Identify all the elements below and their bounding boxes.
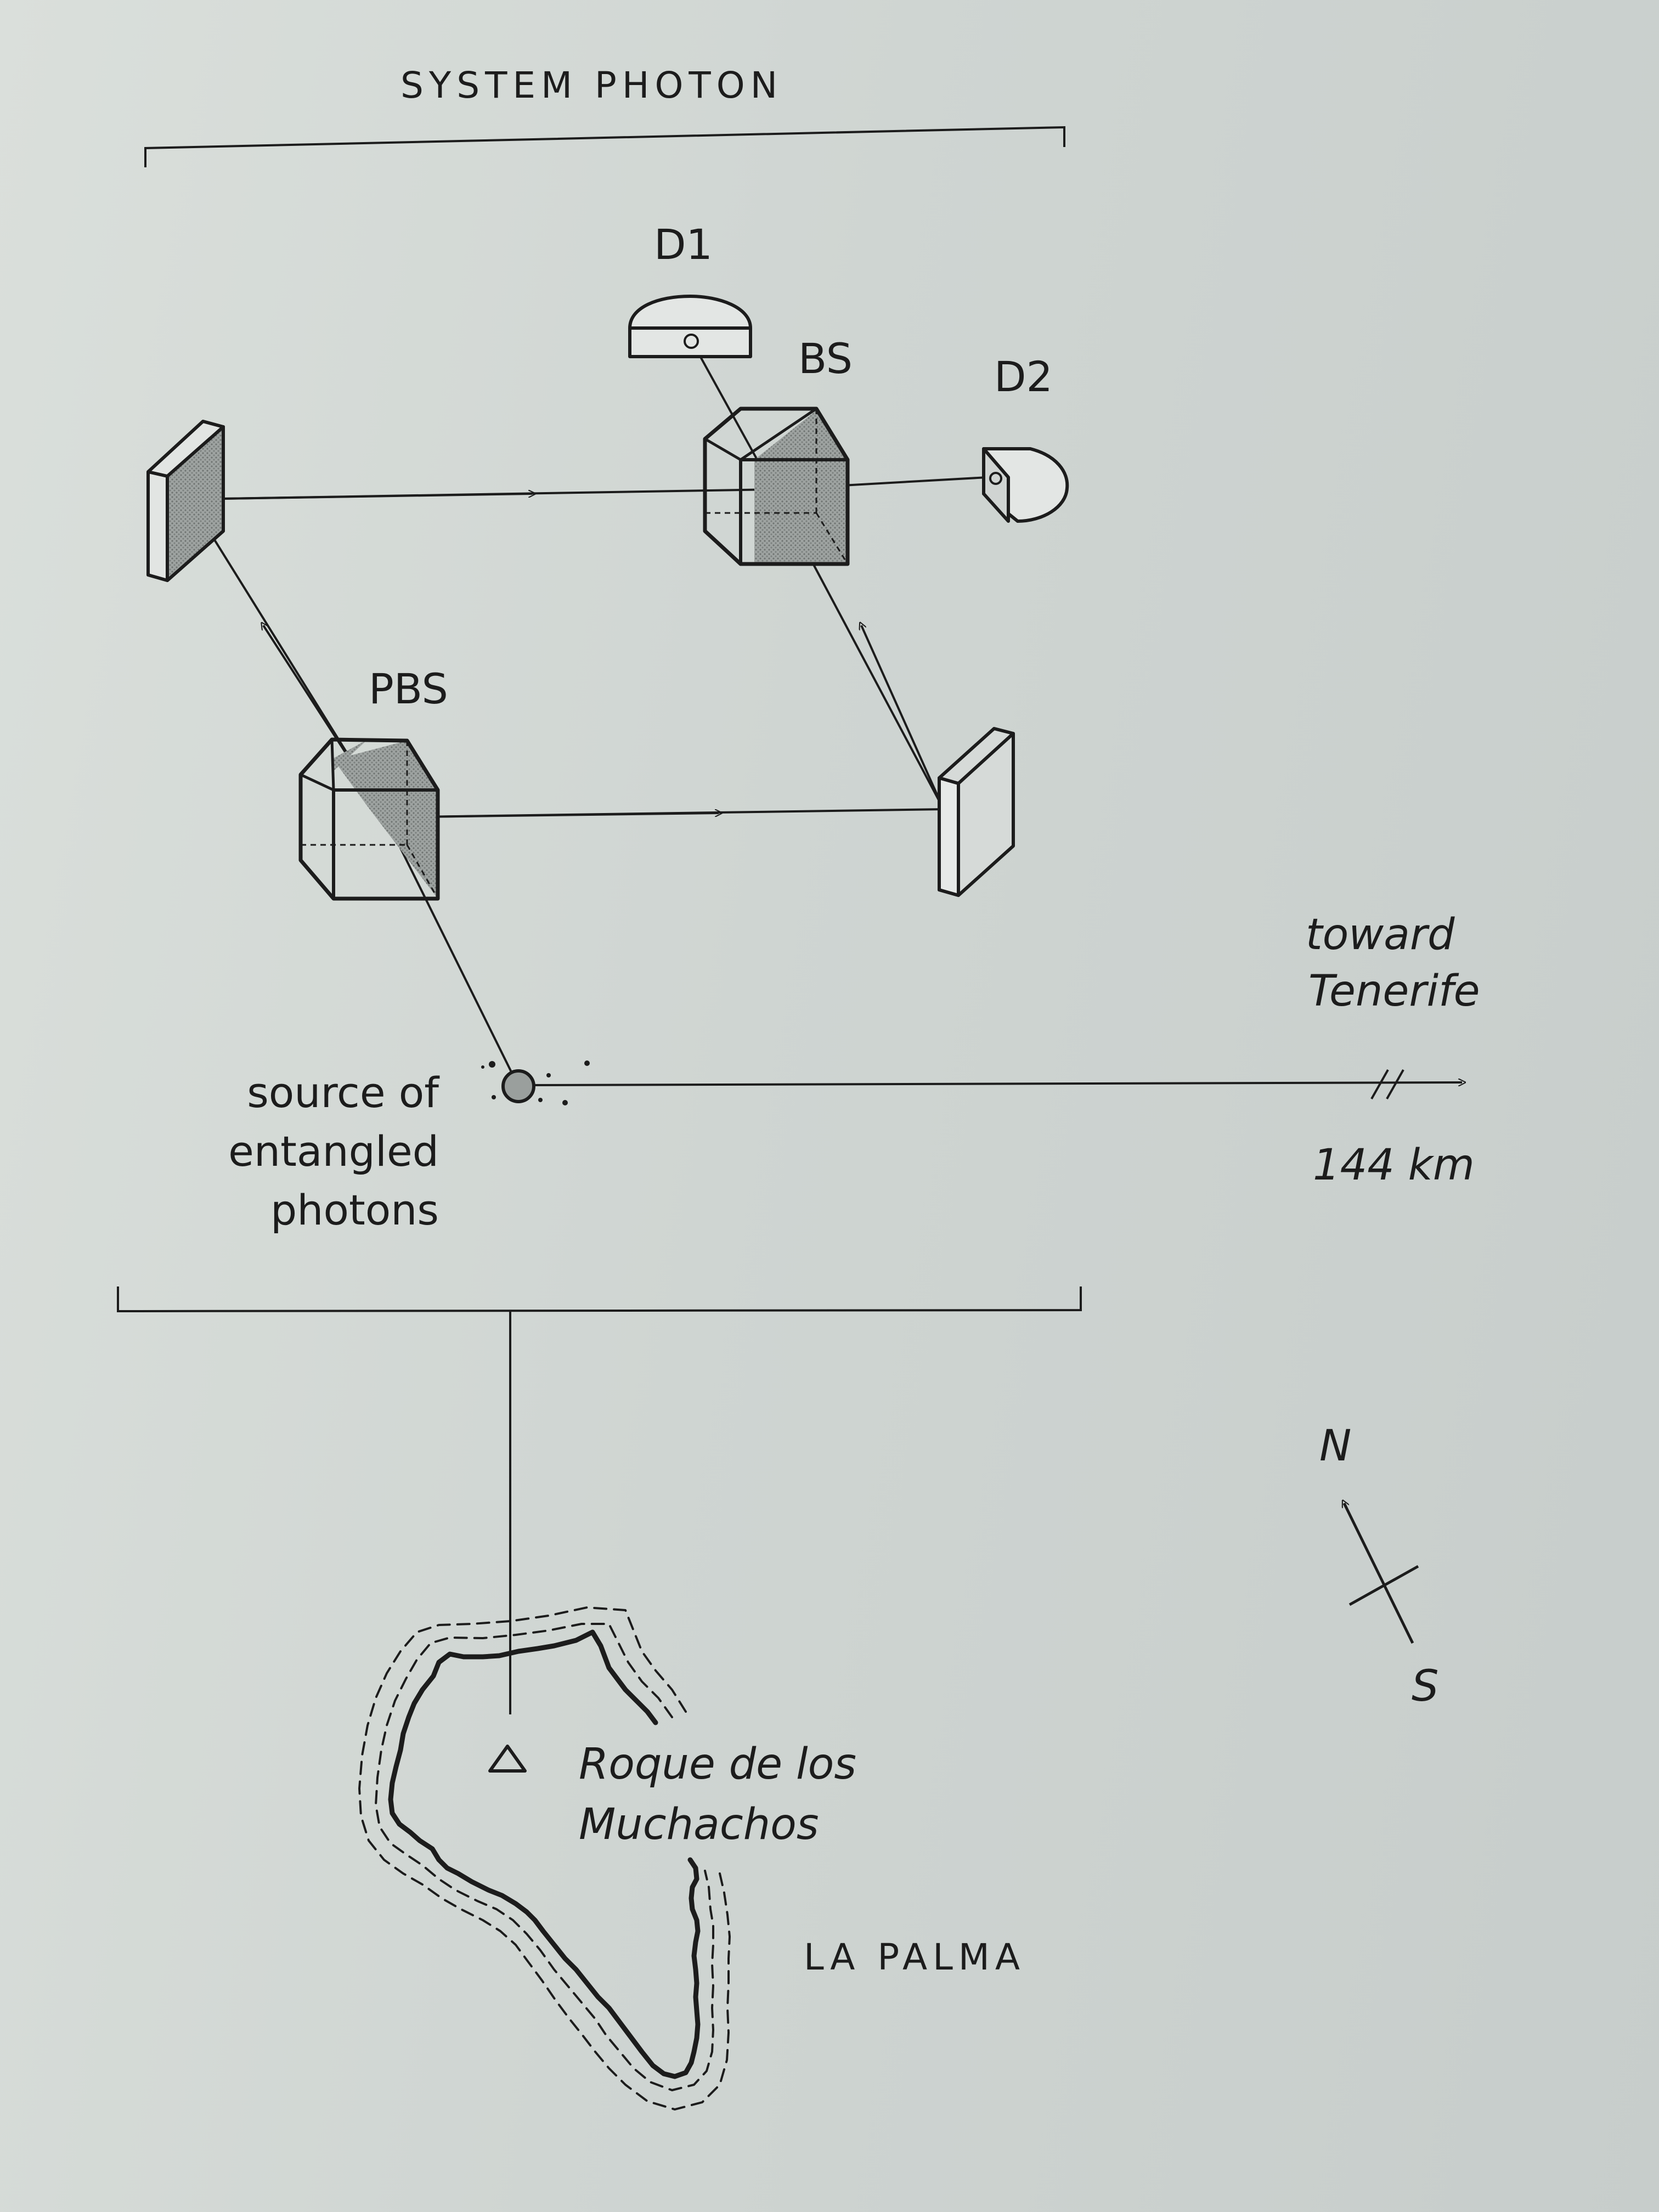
label-compass-s: S <box>1412 1662 1439 1711</box>
detector-d2 <box>982 447 1069 523</box>
diagram-title: SYSTEM PHOTON <box>400 64 783 106</box>
label-d2: D2 <box>994 352 1053 401</box>
compass-arrow <box>1344 1503 1419 1644</box>
pbs-cube <box>298 737 440 901</box>
label-island: LA PALMA <box>804 1936 1025 1978</box>
mirror-left <box>146 420 225 582</box>
label-peak-line-1: Roque de los <box>579 1740 856 1789</box>
photon-source <box>481 1060 590 1105</box>
beam-to-tenerife <box>526 1082 1462 1085</box>
label-d1: D1 <box>654 220 713 269</box>
distance-break-marks <box>1370 1069 1404 1099</box>
top-bracket <box>144 126 1065 167</box>
label-toward-line-2: Tenerife <box>1308 967 1480 1016</box>
peak-marker-triangle <box>488 1745 527 1773</box>
bs-cube <box>703 407 850 566</box>
label-pbs: PBS <box>369 664 448 713</box>
label-source-line-3: photons <box>270 1186 439 1234</box>
beam-arrow-right-top <box>189 494 532 500</box>
label-source-line-2: entangled <box>228 1127 439 1176</box>
label-toward-line-1: toward <box>1306 910 1455 960</box>
label-bs: BS <box>798 334 853 383</box>
beam-arrow-up-right <box>861 625 945 810</box>
mirror-right <box>938 727 1015 897</box>
label-distance: 144 km <box>1313 1141 1475 1190</box>
detector-d1 <box>628 295 752 358</box>
bottom-bracket <box>117 1286 1082 1714</box>
island-map <box>358 1606 731 2111</box>
label-peak-line-2: Muchachos <box>579 1800 819 1849</box>
island-contour-outer <box>358 1606 731 2111</box>
island-coastline <box>388 1629 701 2079</box>
label-compass-n: N <box>1319 1421 1351 1471</box>
label-source-line-1: source of <box>247 1068 440 1117</box>
island-contour-inner <box>375 1623 714 2091</box>
